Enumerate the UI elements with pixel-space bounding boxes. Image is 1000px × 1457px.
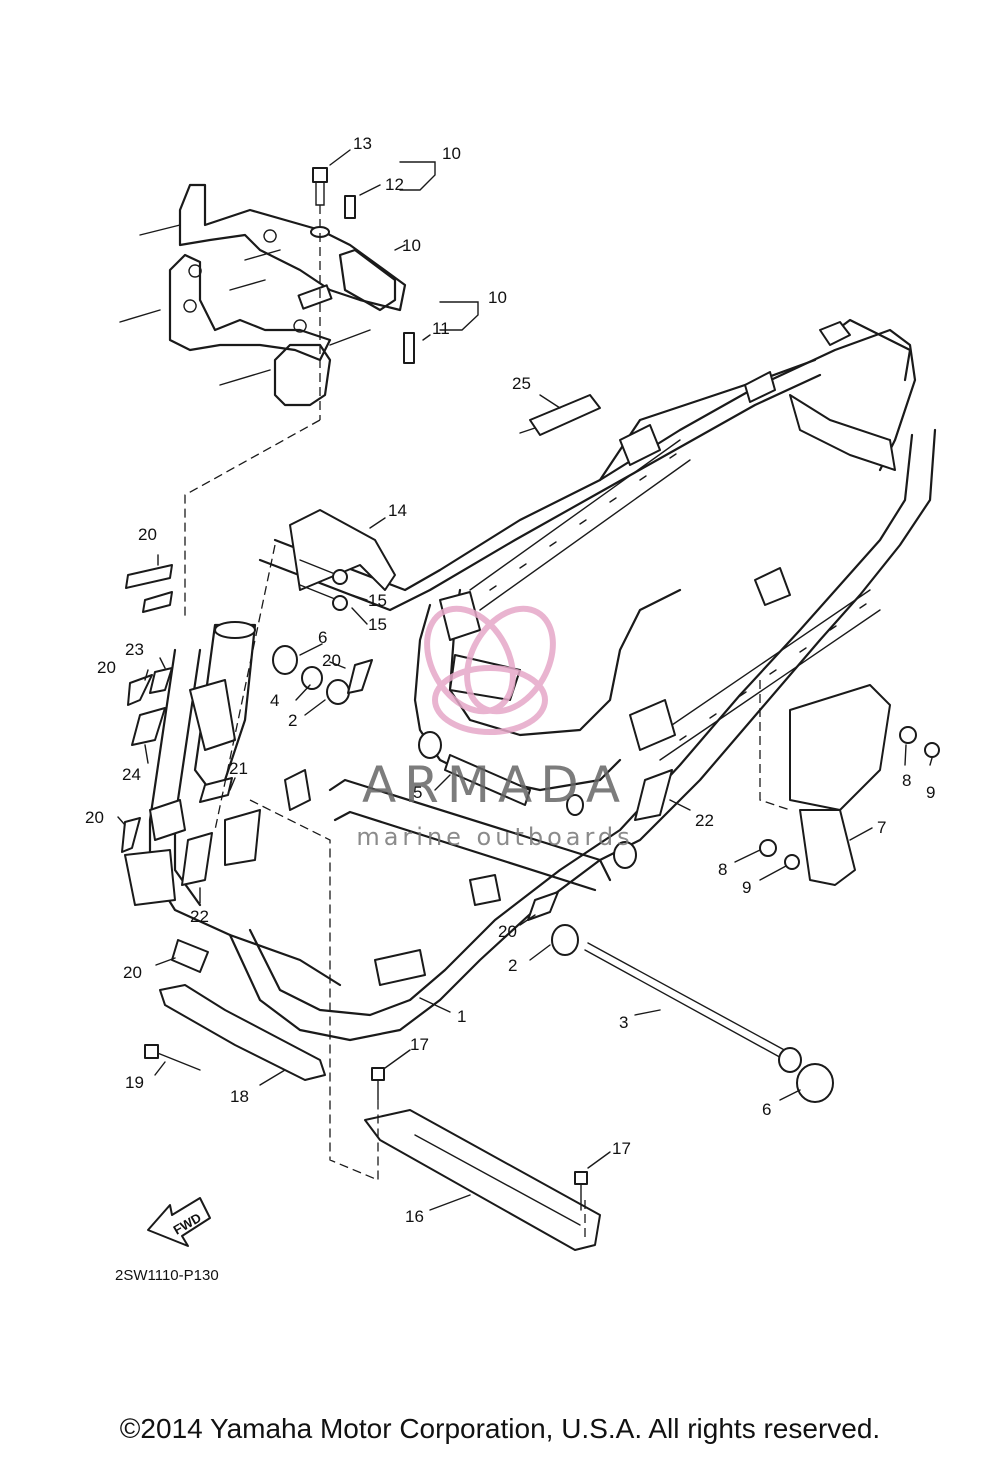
fuse-25-icon — [529, 394, 601, 436]
callout: 20 — [123, 963, 142, 982]
callout: 22 — [190, 907, 209, 926]
collar-4-icon — [301, 666, 323, 690]
callout: 10 — [442, 144, 461, 163]
callout: 20 — [97, 658, 116, 677]
bolt-15-icon — [299, 559, 348, 611]
callout: 5 — [413, 783, 422, 802]
callout: 10 — [402, 236, 421, 255]
watermark-brand: ARMADA — [362, 756, 628, 814]
callout: 20 — [498, 922, 517, 941]
rubber-11-icon — [403, 332, 415, 364]
bolt-17b-icon — [574, 1171, 588, 1185]
callout: 14 — [388, 501, 407, 520]
grommet-8b-icon — [759, 839, 777, 857]
bolt-19-icon — [144, 1044, 159, 1059]
callout: 1 — [457, 1007, 466, 1026]
label-stickers — [121, 564, 673, 973]
callout: 25 — [512, 374, 531, 393]
grommet-8-icon — [899, 726, 917, 744]
rubber-12-icon — [344, 195, 356, 219]
callout: 15 — [368, 615, 387, 634]
nut-9-icon — [924, 742, 940, 758]
plate-16-icon — [364, 1109, 601, 1251]
nut-9b-icon — [784, 854, 800, 870]
callout: 8 — [718, 860, 727, 879]
callouts: 13 10 12 10 10 11 25 14 20 15 15 6 20 23… — [85, 134, 935, 1226]
guard-7-icon — [789, 684, 891, 886]
callout: 20 — [85, 808, 104, 827]
bolt-17-icon — [371, 1067, 385, 1081]
callout: 9 — [926, 783, 935, 802]
collar-2-icon — [326, 679, 350, 705]
callout: 18 — [230, 1087, 249, 1106]
pipe-5-icon — [444, 754, 531, 806]
callout: 13 — [353, 134, 372, 153]
battery-bracket-assembly — [119, 183, 407, 407]
callout: 15 — [368, 591, 387, 610]
callout: 24 — [122, 765, 141, 784]
callout: 22 — [695, 811, 714, 830]
collar-2b-icon — [551, 924, 579, 956]
callout: 21 — [229, 759, 248, 778]
cap-6-icon — [796, 1063, 834, 1103]
callout: 2 — [508, 956, 517, 975]
callout: 16 — [405, 1207, 424, 1226]
callout: 2 — [288, 711, 297, 730]
fwd-arrow-icon: FWD — [147, 1197, 211, 1247]
callout: 17 — [410, 1035, 429, 1054]
callout: 11 — [432, 319, 450, 338]
watermark-tagline: marine outboards — [356, 823, 633, 851]
callout: 6 — [318, 628, 327, 647]
callout: 12 — [385, 175, 404, 194]
callout: 20 — [322, 651, 341, 670]
callout: 7 — [877, 818, 886, 837]
callout: 6 — [762, 1100, 771, 1119]
callout: 3 — [619, 1013, 628, 1032]
copyright-notice: ©2014 Yamaha Motor Corporation, U.S.A. A… — [119, 1413, 881, 1444]
collar-6-icon — [272, 645, 298, 675]
callout: 20 — [138, 525, 157, 544]
callout: 8 — [902, 771, 911, 790]
armada-watermark: ARMADA marine outboards — [356, 605, 633, 851]
axle-3-icon — [584, 942, 789, 1061]
diagram-code: 2SW1110-P130 — [115, 1267, 219, 1284]
callout: 4 — [270, 691, 279, 710]
callout: 19 — [125, 1073, 144, 1092]
bracket-14-icon — [289, 509, 396, 591]
stay-18-icon — [159, 984, 326, 1081]
callout: 23 — [125, 640, 144, 659]
callout: 10 — [488, 288, 507, 307]
callout: 9 — [742, 878, 751, 897]
callout: 17 — [612, 1139, 631, 1158]
